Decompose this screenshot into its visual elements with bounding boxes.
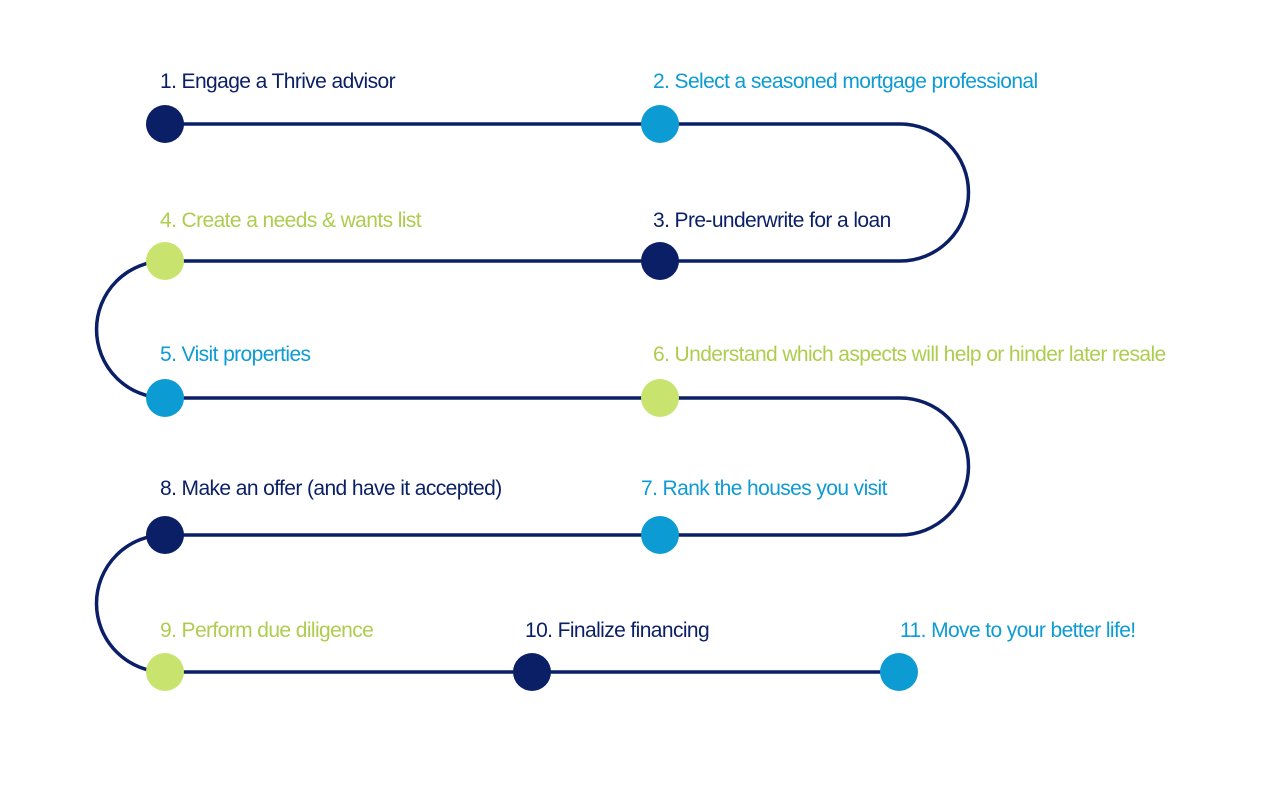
step-label-7: 7. Rank the houses you visit: [641, 477, 887, 500]
step-node-10: [513, 653, 551, 691]
step-node-5: [146, 379, 184, 417]
step-node-11: [880, 653, 918, 691]
step-node-8: [146, 516, 184, 554]
step-label-4: 4. Create a needs & wants list: [160, 209, 422, 232]
step-label-11: 11. Move to your better life!: [900, 619, 1136, 642]
step-label-1: 1. Engage a Thrive advisor: [160, 70, 396, 93]
step-node-7: [641, 516, 679, 554]
step-label-5: 5. Visit properties: [160, 343, 311, 366]
process-route-line: [94, 122, 971, 674]
step-label-9: 9. Perform due diligence: [160, 619, 374, 642]
step-label-3: 3. Pre-underwrite for a loan: [653, 209, 891, 232]
step-label-10: 10. Finalize financing: [525, 619, 710, 642]
step-node-2: [641, 105, 679, 143]
step-nodes: [146, 105, 918, 691]
step-node-9: [146, 653, 184, 691]
step-node-3: [641, 242, 679, 280]
step-label-8: 8. Make an offer (and have it accepted): [160, 477, 502, 500]
step-label-6: 6. Understand which aspects will help or…: [653, 343, 1166, 366]
step-node-6: [641, 379, 679, 417]
step-label-2: 2. Select a seasoned mortgage profession…: [653, 70, 1038, 93]
step-node-4: [146, 242, 184, 280]
step-node-1: [146, 105, 184, 143]
